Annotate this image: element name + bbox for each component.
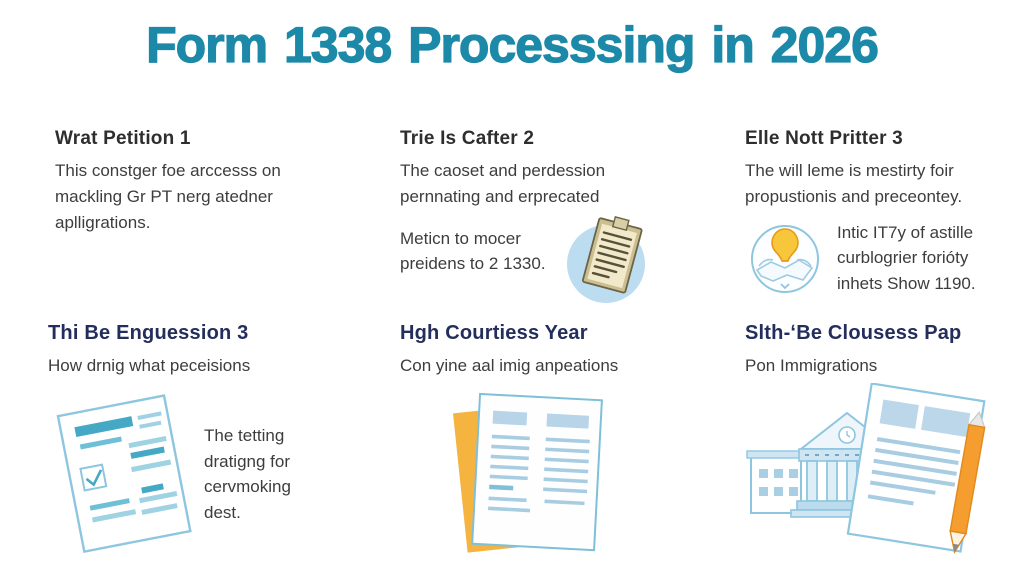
section-heading: Hgh Courtiess Year (400, 322, 588, 344)
section-note: The tetting dratigng for cervmoking dest… (204, 425, 291, 523)
section-heading: Wrat Petition 1 (55, 128, 191, 149)
section-elle-nott: Elle Nott Pritter 3 The will leme is mes… (745, 128, 1019, 297)
section-body: How drnig what peceisions (48, 356, 251, 375)
illustration-row (743, 382, 1021, 568)
section-courtiess: Hgh Courtiess Year Con yine aal imig anp… (400, 322, 662, 564)
section-heading: Slth-ʻBe Clousess Pap (745, 322, 962, 344)
section-heading: Elle Nott Pritter 3 (745, 128, 903, 149)
section-body: Con yine aal imig anpeations (400, 356, 619, 375)
section-note: Meticn to mocer preidens to 2 1330. (400, 228, 546, 274)
section-body: Pon Immigrations (745, 356, 878, 375)
illustration-row: The tetting dratigng for cervmoking dest… (48, 389, 340, 557)
section-note: Intic IT7y of astille curblogrier foriót… (837, 222, 976, 294)
section-body: This constger foe arccesss on mackling G… (55, 161, 281, 232)
section-heading: Thi Be Enguession 3 (48, 322, 249, 344)
page-title: Form 1338 Processsing in 2026 (145, 16, 879, 73)
note-row: Intic IT7y of astille curblogrier foriót… (745, 218, 1019, 297)
section-heading: Trie Is Cafter 2 (400, 128, 535, 149)
section-trie-cafter: Trie Is Cafter 2 The caoset and perdessi… (400, 128, 662, 306)
courthouse-document-pencil-illustration (746, 382, 986, 554)
stacked-documents-illustration (452, 392, 603, 553)
clipboard-icon (567, 215, 645, 303)
section-enguession: Thi Be Enguession 3 How drnig what pecei… (48, 322, 340, 557)
section-wrat-petition: Wrat Petition 1 This constger foe arcces… (55, 128, 307, 235)
checklist-document-illustration (56, 393, 192, 553)
illustration-row (434, 387, 662, 564)
idea-map-icon (751, 224, 819, 293)
section-clousess: Slth-ʻBe Clousess Pap Pon Immigrations (745, 322, 1021, 568)
note-row: Meticn to mocer preidens to 2 1330. (400, 215, 662, 306)
section-body: The will leme is mestirty foir propustio… (745, 161, 963, 206)
section-body: The caoset and perdession pernnating and… (400, 161, 606, 206)
